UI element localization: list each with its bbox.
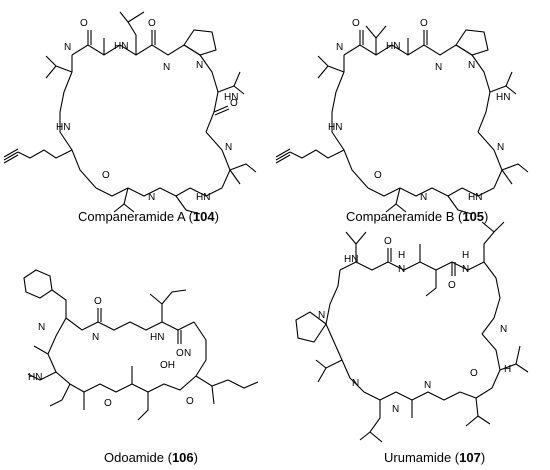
compound-number: 104 bbox=[192, 209, 215, 224]
compound-name: Companeramide A bbox=[78, 209, 185, 224]
atom-label: HN bbox=[344, 254, 358, 265]
structure-urumamide: HN H N H N N N N N N O H O O bbox=[295, 221, 529, 443]
compound-number: 105 bbox=[462, 209, 485, 224]
compound-name: Odoamide bbox=[104, 450, 164, 465]
atom-label: HN bbox=[114, 41, 128, 52]
atom-label: O bbox=[420, 18, 428, 29]
atom-label: O bbox=[80, 18, 88, 29]
atom-label: O bbox=[104, 398, 112, 409]
atom-label: O bbox=[384, 236, 392, 247]
atom-label: N bbox=[336, 42, 343, 53]
atom-label: N bbox=[92, 332, 99, 343]
atom-label: HN bbox=[468, 192, 482, 203]
atom-label: N bbox=[225, 142, 232, 153]
compound-name: Urumamide bbox=[384, 450, 452, 465]
atom-label: N bbox=[398, 264, 405, 275]
atom-label: N bbox=[435, 62, 442, 73]
compound-number: 106 bbox=[171, 450, 194, 465]
atom-label: N bbox=[184, 348, 191, 359]
caption-companeramide-b: Companeramide B (105) bbox=[346, 209, 489, 224]
atom-label: N bbox=[500, 324, 507, 335]
atom-label: H bbox=[398, 250, 405, 261]
atom-label: O bbox=[102, 170, 110, 181]
compound-number: 107 bbox=[459, 450, 481, 465]
atom-label: O bbox=[448, 280, 456, 291]
atom-label: HN bbox=[386, 41, 400, 52]
atom-label: N bbox=[468, 60, 475, 71]
caption-companeramide-a: Companeramide A (104) bbox=[78, 209, 219, 224]
caption-odoamide: Odoamide (106) bbox=[104, 450, 198, 465]
atom-label: N bbox=[497, 142, 504, 153]
compound-name: Companeramide B bbox=[346, 209, 455, 224]
atom-label: HN bbox=[150, 332, 164, 343]
atom-label: O bbox=[230, 98, 238, 109]
atom-label: HN bbox=[28, 372, 42, 383]
atom-label: HN bbox=[496, 92, 510, 103]
caption-urumamide: Urumamide (107) bbox=[384, 450, 486, 465]
structure-odoamide: N N HN N HN OH O O O O bbox=[23, 269, 259, 421]
atom-label: N bbox=[64, 42, 71, 53]
atom-label: N bbox=[38, 322, 45, 333]
structure-companeramide-a: N HN N N HN N HN N O HN O O O bbox=[3, 11, 257, 215]
atom-label: N bbox=[420, 192, 427, 203]
atom-label: N bbox=[424, 380, 431, 391]
atom-label: O bbox=[148, 18, 156, 29]
atom-label: HN bbox=[56, 122, 70, 133]
atom-label: O bbox=[176, 348, 184, 359]
atom-label: O bbox=[352, 18, 360, 29]
atom-label: N bbox=[148, 192, 155, 203]
atom-label: N bbox=[352, 378, 359, 389]
atom-label: O bbox=[186, 396, 194, 407]
atom-label: N bbox=[163, 62, 170, 73]
atom-label: O bbox=[470, 368, 478, 379]
atom-label: N bbox=[462, 264, 469, 275]
atom-label: N bbox=[196, 60, 203, 71]
atom-label: O bbox=[94, 296, 102, 307]
atom-label: HN bbox=[196, 192, 210, 203]
atom-label: H bbox=[462, 250, 469, 261]
structure-companeramide-b: N HN N N HN N HN N O HN O O bbox=[275, 18, 529, 215]
atom-label: HN bbox=[328, 122, 342, 133]
atom-label: N bbox=[392, 404, 399, 415]
atom-label: HN bbox=[224, 92, 238, 103]
atom-label: N bbox=[318, 310, 325, 321]
atom-label: H bbox=[504, 364, 511, 375]
atom-label: O bbox=[374, 170, 382, 181]
atom-label: OH bbox=[160, 360, 175, 371]
